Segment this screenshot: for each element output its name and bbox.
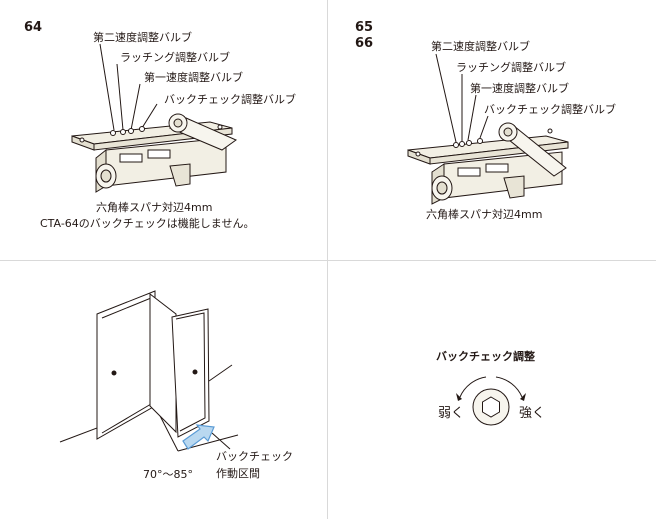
door-closer-illustration (71, 43, 238, 193)
label-second-speed-valve: 第二速度調整バルブ (431, 40, 530, 53)
wrench-size-note: 六角棒スパナ対辺4mm (426, 208, 543, 221)
arrow-right-icon (520, 393, 526, 401)
label-backcheck-valve: バックチェック調整バルブ (164, 93, 296, 106)
label-stronger: 強く (519, 406, 546, 421)
label-second-speed-valve: 第二速度調整バルブ (93, 31, 192, 44)
hex-socket-icon (482, 396, 500, 418)
horizontal-divider (0, 260, 656, 261)
model-number: 64 (24, 20, 43, 35)
adjustment-title: バックチェック調整 (436, 350, 535, 363)
label-backcheck-valve: バックチェック調整バルブ (484, 103, 616, 116)
model-number-66: 66 (355, 36, 374, 51)
label-backcheck-zone-line2: 作動区間 (216, 467, 260, 480)
panel-model-65-66: 65 66 第二速度調整バルブ ラッチング調整バルブ 第一速度調整バルブ バック… (328, 0, 656, 260)
label-first-speed-valve: 第一速度調整バルブ (470, 82, 569, 95)
label-latching-valve: ラッチング調整バルブ (120, 51, 230, 64)
label-first-speed-valve: 第一速度調整バルブ (144, 71, 243, 84)
label-backcheck-zone-line1: バックチェック (216, 450, 293, 463)
model-number-65: 65 (355, 20, 374, 35)
label-angle-range: 70°〜85° (143, 468, 193, 481)
vertical-divider (327, 0, 328, 519)
adjustment-dial-illustration (456, 376, 526, 426)
arrow-left-icon (456, 393, 462, 401)
door-closer-illustration (407, 53, 569, 205)
panel-door-backcheck-zone: バックチェック 作動区間 70°〜85° (0, 261, 327, 519)
wrench-size-note: 六角棒スパナ対辺4mm (96, 201, 213, 214)
label-weaker: 弱く (438, 406, 465, 421)
backcheck-direction-arrow (182, 424, 215, 450)
label-latching-valve: ラッチング調整バルブ (456, 61, 566, 74)
panel-model-64: 64 第二速度調整バルブ ラッチング調整バルブ 第一速度調整バルブ バックチェッ… (0, 0, 327, 260)
backcheck-not-functional-note: CTA-64のバックチェックは機能しません。 (40, 217, 255, 230)
panel-backcheck-adjustment: バックチェック調整 弱く 強く (328, 261, 656, 519)
door-opening-illustration (59, 290, 239, 452)
